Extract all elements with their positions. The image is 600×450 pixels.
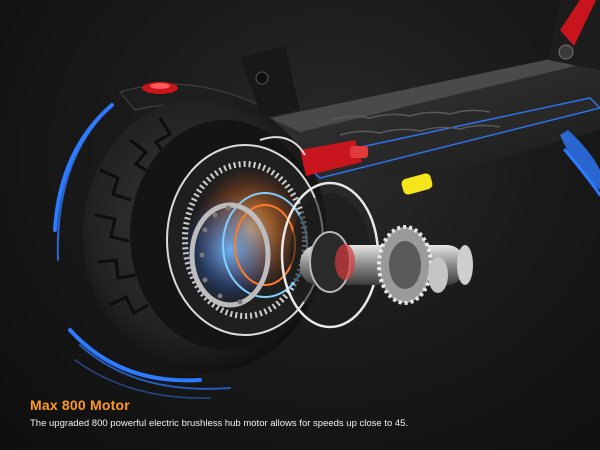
scooter-stem xyxy=(548,0,600,190)
hub-motor-exploded-view xyxy=(166,136,473,336)
brake-disc xyxy=(189,202,271,308)
side-reflector-icon xyxy=(401,173,433,195)
feature-description: The upgraded 800 powerful electric brush… xyxy=(30,418,409,429)
motion-blur-arcs xyxy=(53,103,600,399)
feature-title: Max 800 Motor xyxy=(30,397,130,413)
planetary-gear xyxy=(377,225,448,305)
brake-caliper xyxy=(259,136,368,176)
